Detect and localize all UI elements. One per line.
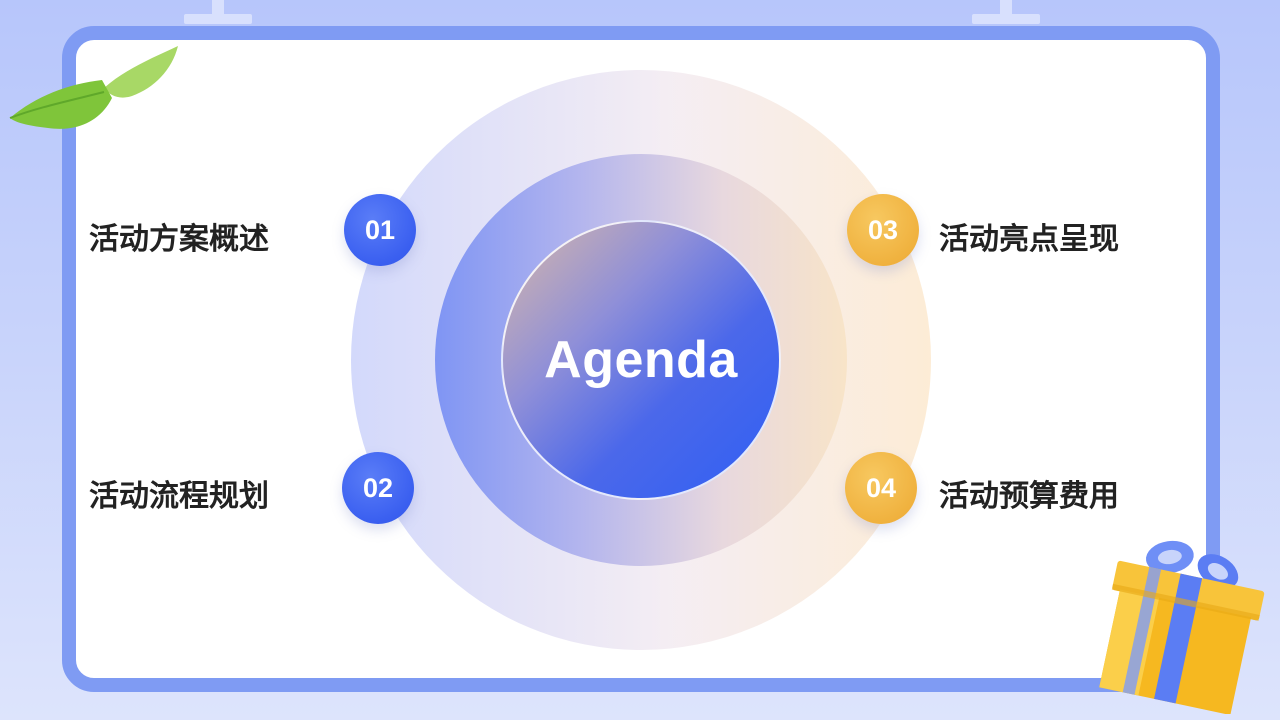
gift-box-icon	[1099, 540, 1265, 714]
agenda-item-3-number: 03	[847, 194, 919, 266]
leaf-icon	[9, 46, 178, 129]
agenda-item-2-label: 活动流程规划	[89, 480, 269, 513]
agenda-item-1-label: 活动方案概述	[89, 223, 269, 256]
agenda-item-3-label: 活动亮点呈现	[939, 223, 1119, 256]
agenda-title: Agenda	[544, 331, 738, 389]
agenda-core-circle: Agenda	[501, 220, 781, 500]
agenda-item-1-number: 01	[344, 194, 416, 266]
agenda-item-4-number: 04	[845, 452, 917, 524]
agenda-item-2-number: 02	[342, 452, 414, 524]
agenda-item-4-label: 活动预算费用	[939, 480, 1119, 513]
